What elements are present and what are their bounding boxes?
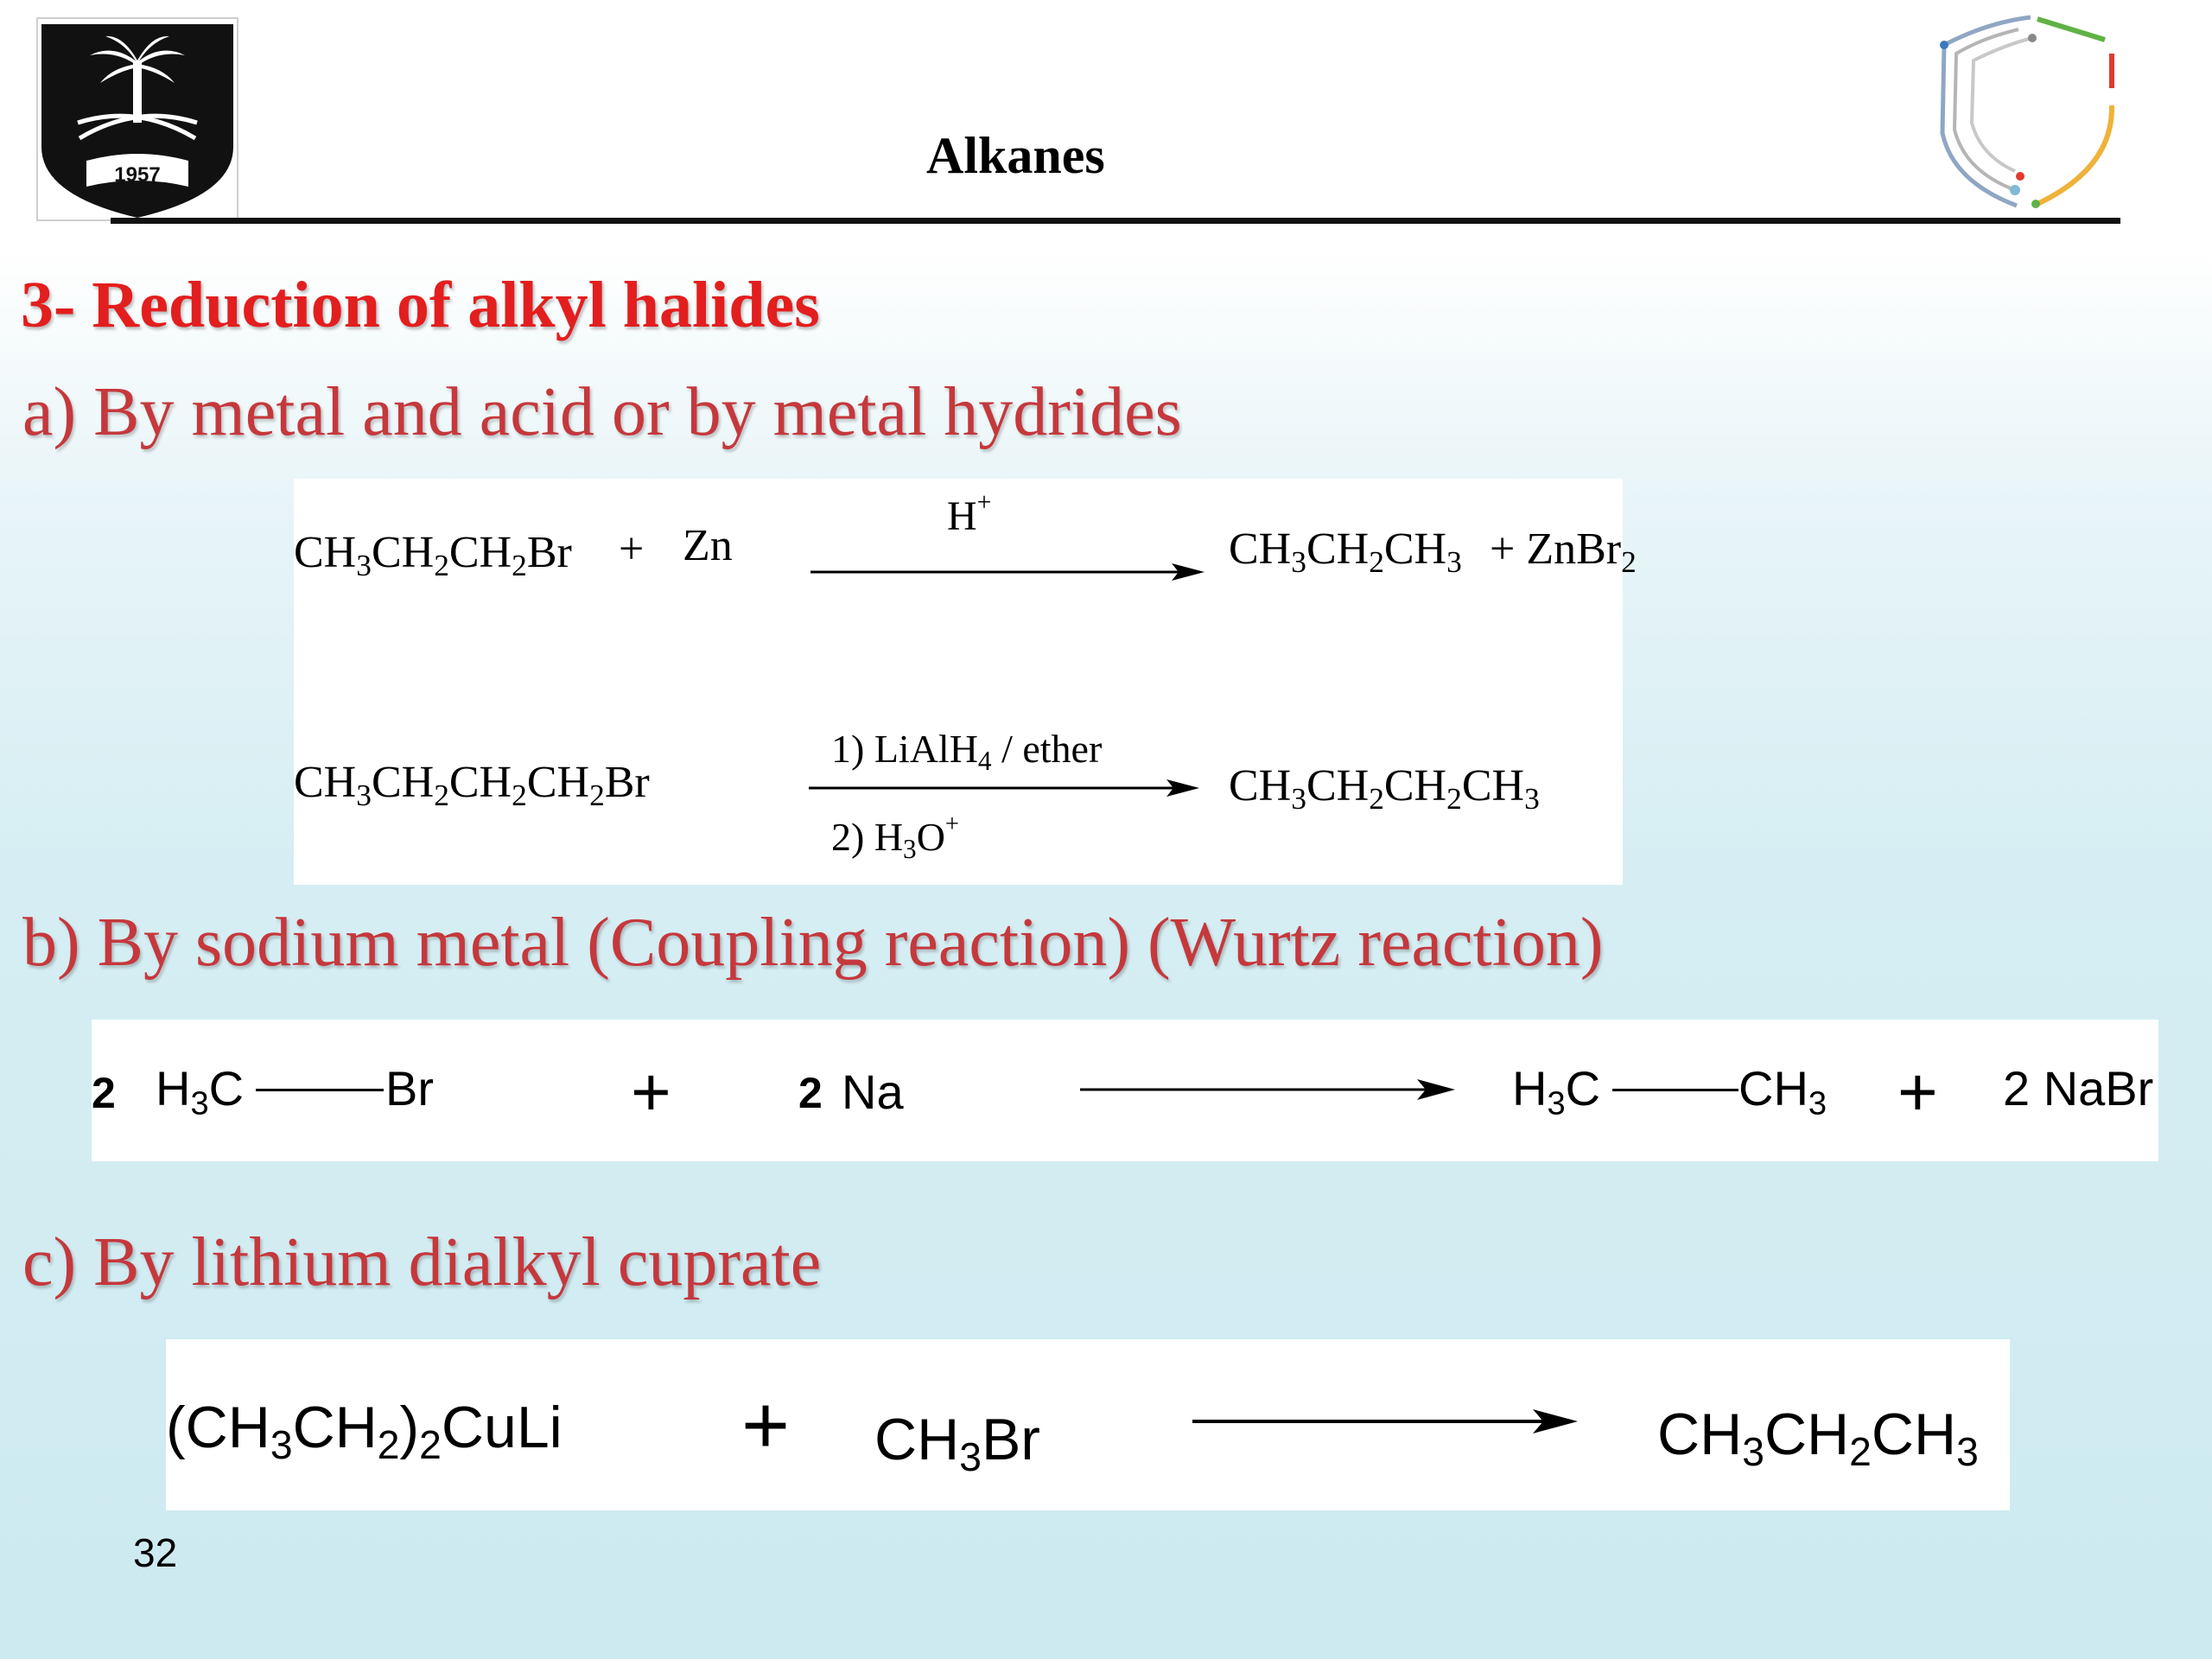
reaction-c-reagent: CH3Br [874, 1407, 1040, 1479]
header-divider [111, 218, 2120, 224]
page-number: 32 [133, 1530, 178, 1575]
reaction-box-b: 2 H3C Br + 2 Na H3C CH3 + 2 NaBr [92, 1020, 2158, 1161]
reaction-a1-condition: H+ [947, 487, 992, 539]
reaction-b-coefficient-2: 2 [798, 1069, 823, 1117]
reaction-c-reactant: (CH3CH2)2CuLi [166, 1395, 563, 1467]
reaction-a1-product: CH3CH2CH3 [1229, 524, 1462, 579]
reaction-b-coefficient-1: 2 [92, 1069, 116, 1117]
section-title: 3- Reduction of alkyl halides [21, 269, 820, 341]
reaction-a2-reactant: CH3CH2CH2CH2Br [294, 758, 650, 812]
reaction-b-plus-2: + [1897, 1053, 1938, 1130]
reaction-b-product-bond [1612, 1089, 1738, 1091]
reaction-a1-reactant: CH3CH2CH2Br [294, 528, 572, 582]
reaction-b-reagent: Na [842, 1065, 904, 1119]
reaction-b-product-left: H3C [1512, 1061, 1601, 1122]
svg-text:1957: 1957 [114, 163, 160, 187]
circuit-shield-icon [1936, 12, 2126, 213]
reaction-b-reactant-right: Br [385, 1061, 434, 1116]
reaction-b-byproduct: 2 NaBr [2003, 1061, 2154, 1116]
reaction-a2-product: CH3CH2CH2CH3 [1229, 761, 1540, 816]
reaction-c-arrow [1192, 1409, 1578, 1433]
header-title: Alkanes [926, 127, 1105, 184]
reaction-a1-reagent: Zn [683, 521, 733, 570]
university-crest-icon: 1957 [36, 17, 238, 221]
subheading-c: c) By lithium dialkyl cuprate [22, 1224, 822, 1300]
reaction-a1-plus: + [619, 524, 645, 574]
reaction-box-a: CH3CH2CH2Br + Zn H+ CH3CH2CH3 + ZnBr2 CH… [294, 479, 1637, 885]
subheading-a: a) By metal and acid or by metal hydride… [22, 374, 1182, 450]
reaction-a1-byproduct: + ZnBr2 [1490, 524, 1637, 579]
reaction-a1-arrow [810, 563, 1205, 581]
reaction-c-product: CH3CH2CH3 [1657, 1402, 1979, 1474]
reaction-b-reactant-bond [256, 1089, 384, 1091]
reaction-b-plus-1: + [631, 1053, 671, 1130]
reaction-a2-arrow [809, 779, 1199, 797]
reaction-b-arrow [1080, 1079, 1455, 1100]
reaction-box-c: (CH3CH2)2CuLi + CH3Br CH3CH2CH3 [166, 1339, 2010, 1510]
reaction-a2-condition-2: 2) H3O+ [831, 810, 960, 864]
reaction-b-product-right: CH3 [1738, 1061, 1827, 1122]
reaction-a2-condition-1: 1) LiAlH4 / ether [831, 727, 1103, 776]
reaction-b-reactant-left: H3C [156, 1061, 245, 1122]
subheading-b: b) By sodium metal (Coupling reaction) (… [22, 905, 1604, 981]
reaction-c-plus: + [741, 1379, 791, 1471]
